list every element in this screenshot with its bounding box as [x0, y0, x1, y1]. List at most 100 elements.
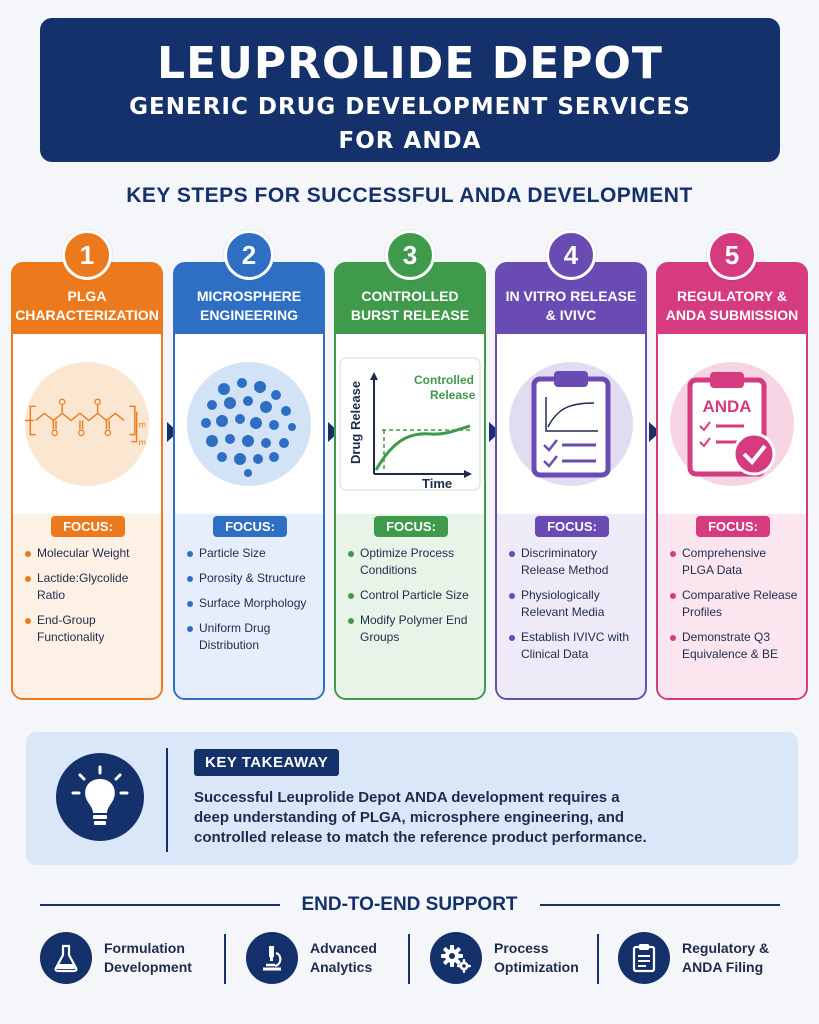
takeaway-label: KEY TAKEAWAY	[194, 749, 340, 776]
focus-panel: FOCUS: Discriminatory Release Method Phy…	[497, 514, 645, 698]
arrow-icon	[167, 422, 178, 442]
step-title-line2: & IVIVC	[545, 307, 597, 323]
focus-label: FOCUS:	[213, 516, 287, 537]
support-label-line1: Regulatory &	[682, 940, 770, 956]
focus-item: Particle Size	[185, 545, 315, 562]
focus-item: Optimize Process Conditions	[346, 545, 476, 579]
anda-clipboard-icon: ANDA	[670, 362, 794, 486]
focus-label: FOCUS:	[374, 516, 448, 537]
support-label-line2: Development	[104, 959, 192, 975]
focus-item: Physiologically Relevant Media	[507, 587, 637, 621]
step-number-badge: 4	[546, 230, 596, 280]
lightbulb-icon	[56, 753, 144, 841]
step-card-1: 1 PLGA CHARACTERIZATION	[11, 230, 163, 700]
step-card-3: 3 CONTROLLED BURST RELEASE Controlled Rel…	[334, 230, 486, 700]
step-visual	[497, 334, 645, 514]
focus-item: Establish IVIVC with Clinical Data	[507, 629, 637, 663]
step-visual: m m	[13, 334, 161, 514]
graph-x-label: Time	[422, 476, 452, 491]
step-number-badge: 3	[385, 230, 435, 280]
focus-label: FOCUS:	[696, 516, 770, 537]
step-card-5: 5 REGULATORY & ANDA SUBMISSION ANDA FOCUS…	[656, 230, 808, 700]
microspheres-icon	[187, 362, 311, 486]
focus-item: Control Particle Size	[346, 587, 476, 604]
takeaway-divider	[166, 748, 168, 852]
focus-item: Porosity & Structure	[185, 570, 315, 587]
support-item-regulatory: Regulatory & ANDA Filing	[618, 930, 769, 986]
support-label-line2: Optimization	[494, 959, 579, 975]
divider-line-right	[540, 904, 780, 906]
focus-item: Surface Morphology	[185, 595, 315, 612]
step-title-line1: PLGA	[67, 288, 107, 304]
polymer-subscript-inner: m	[138, 421, 146, 430]
divider-line-left	[40, 904, 280, 906]
step-title-line1: CONTROLLED	[361, 288, 459, 304]
support-label-line1: Process	[494, 940, 549, 956]
step-visual	[175, 334, 323, 514]
support-label-line2: Analytics	[310, 959, 373, 975]
clipboard-chart-icon	[509, 362, 633, 486]
step-card-2: 2 MICROSPHERE ENGINEERING FOCUS: Particle…	[173, 230, 325, 700]
step-visual: ANDA	[658, 334, 806, 514]
focus-panel: FOCUS: Optimize Process Conditions Contr…	[336, 514, 484, 698]
takeaway-line: Successful Leuprolide Depot ANDA develop…	[194, 789, 620, 806]
focus-item: Demonstrate Q3 Equivalence & BE	[668, 629, 798, 663]
support-separator	[597, 934, 599, 984]
arrow-icon	[328, 422, 339, 442]
focus-panel: FOCUS: Molecular Weight Lactide:Glycolid…	[13, 514, 161, 698]
polymer-structure-icon: m m	[25, 362, 149, 486]
step-title-line2: BURST RELEASE	[350, 307, 470, 323]
microscope-icon	[246, 932, 298, 984]
section-title: KEY STEPS FOR SUCCESSFUL ANDA DEVELOPMEN…	[126, 184, 693, 207]
page-subtitle-line2: FOR ANDA	[338, 128, 482, 154]
takeaway-line: controlled release to match the referenc…	[194, 829, 647, 846]
focus-item: Uniform Drug Distribution	[185, 620, 315, 654]
step-title-line1: REGULATORY &	[677, 288, 787, 304]
focus-item: Modify Polymer End Groups	[346, 612, 476, 646]
step-number-badge: 5	[707, 230, 757, 280]
focus-item: Molecular Weight	[23, 545, 153, 562]
support-label-line2: ANDA Filing	[682, 959, 764, 975]
clipboard-icon	[618, 932, 670, 984]
graph-annotation-line1: Controlled	[414, 373, 474, 387]
anda-label: ANDA	[702, 397, 751, 416]
step-title-line2: ANDA SUBMISSION	[665, 307, 799, 323]
focus-panel: FOCUS: Comprehensive PLGA Data Comparati…	[658, 514, 806, 698]
focus-item: Comparative Release Profiles	[668, 587, 798, 621]
support-label-line1: Formulation	[104, 940, 185, 956]
focus-label: FOCUS:	[51, 516, 125, 537]
focus-panel: FOCUS: Particle Size Porosity & Structur…	[175, 514, 323, 698]
header-banner: LEUPROLIDE DEPOT GENERIC DRUG DEVELOPMEN…	[40, 18, 780, 162]
focus-label: FOCUS:	[535, 516, 609, 537]
page-title: LEUPROLIDE DEPOT	[157, 38, 663, 89]
step-visual: Controlled Release Time Drug Release	[336, 334, 484, 514]
focus-item: Lactide:Glycolide Ratio	[23, 570, 153, 604]
graph-annotation-line2: Release	[430, 388, 476, 402]
step-title-line2: ENGINEERING	[199, 307, 298, 323]
step-number-badge: 2	[224, 230, 274, 280]
support-title: END-TO-END SUPPORT	[301, 894, 518, 915]
support-separator	[224, 934, 226, 984]
step-title-line2: CHARACTERIZATION	[15, 307, 159, 323]
support-label-line1: Advanced	[310, 940, 377, 956]
step-title-line1: MICROSPHERE	[196, 288, 302, 304]
step-number-badge: 1	[62, 230, 112, 280]
flask-icon	[40, 932, 92, 984]
page-subtitle-line1: GENERIC DRUG DEVELOPMENT SERVICES	[129, 94, 691, 120]
release-graph-icon: Controlled Release Time Drug Release	[339, 357, 481, 491]
key-takeaway-panel	[26, 732, 798, 865]
takeaway-line: deep understanding of PLGA, microsphere …	[194, 809, 625, 826]
polymer-subscript-outer: m	[138, 438, 146, 447]
gears-icon	[430, 932, 482, 984]
focus-item: Discriminatory Release Method	[507, 545, 637, 579]
step-title-line1: IN VITRO RELEASE	[505, 288, 637, 304]
graph-y-label: Drug Release	[348, 381, 363, 464]
arrow-icon	[649, 422, 660, 442]
takeaway-text: Successful Leuprolide Depot ANDA develop…	[194, 788, 754, 848]
focus-item: Comprehensive PLGA Data	[668, 545, 798, 579]
arrow-icon	[489, 422, 500, 442]
step-card-4: 4 IN VITRO RELEASE & IVIVC FOCUS: Discrim…	[495, 230, 647, 700]
